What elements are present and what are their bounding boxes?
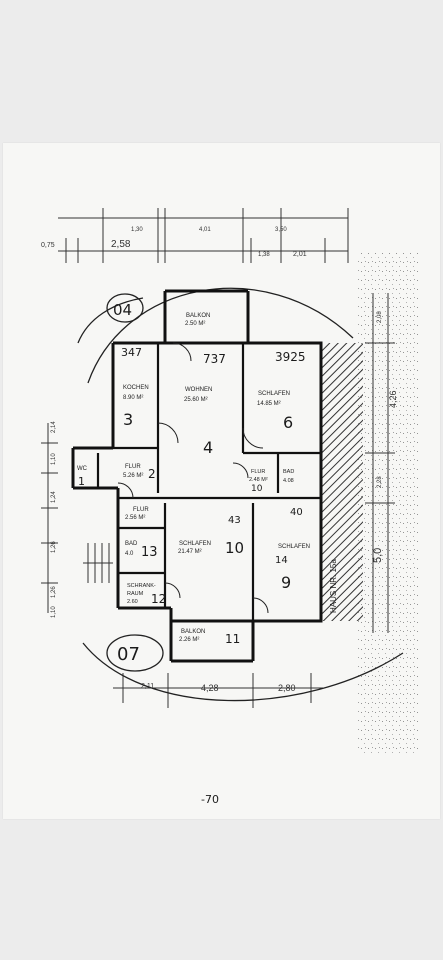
- schlafen-mid-number: 10: [225, 539, 244, 557]
- stair-lines: [83, 543, 113, 583]
- schlafen-ne-number: 6: [283, 413, 293, 432]
- flur-mid-number: 10: [251, 484, 263, 494]
- schlafen-ne-name: SCHLAFEN: [258, 391, 290, 397]
- balkon-top-name: BALKON: [186, 313, 210, 319]
- note-347: 347: [121, 346, 142, 359]
- bad-lower-number: 13: [141, 545, 158, 560]
- left-dimension-lines: [41, 423, 58, 613]
- note-737: 737: [203, 352, 226, 366]
- flur-mid-area: 2.48 M²: [249, 477, 268, 483]
- right-dimension-lines: [365, 293, 395, 633]
- dim-top-5: 2,58: [111, 239, 131, 250]
- schrank-name2: RAUM: [127, 591, 144, 597]
- balkon-bottom-name: BALKON: [181, 629, 205, 635]
- dim-left-3: 1,24: [51, 491, 57, 503]
- top-dimension-lines: [58, 208, 349, 263]
- dim-right-3: 2,28: [377, 476, 383, 488]
- balkon-top-area: 2.50 M²: [185, 321, 205, 327]
- schrank-area: 2.60: [127, 599, 138, 605]
- dim-top-3: 3,50: [275, 227, 287, 233]
- door-swings: [117, 342, 269, 614]
- flur-lower-name: FLUR: [133, 507, 149, 513]
- dim-right-2: 4,26: [388, 390, 398, 408]
- note-3925: 3925: [275, 350, 306, 364]
- schlafen-ne-area: 14.85 M²: [257, 401, 281, 407]
- haus-label: HAUS NR. 15a: [329, 559, 338, 613]
- floor-plan-drawing: BALKON 2.50 M² KOCHEN 8.90 M² 3 WOHNEN 2…: [41, 208, 418, 806]
- schlafen-se-number: 9: [281, 573, 291, 592]
- schlafen-se-area: 14: [275, 555, 288, 566]
- dim-left-4: 1,26: [51, 541, 57, 553]
- bottom-unit-circle: [106, 634, 164, 672]
- note-40: 40: [290, 507, 303, 518]
- flur-main-name: FLUR: [125, 464, 141, 470]
- wohnen-area: 25.60 M²: [184, 397, 208, 403]
- schlafen-mid-area: 21.47 M²: [178, 549, 202, 555]
- dim-top-6: 1,38: [258, 252, 270, 258]
- bottom-code: -70: [201, 793, 219, 806]
- schlafen-mid-name: SCHLAFEN: [179, 541, 211, 547]
- wohnen-name: WOHNEN: [185, 387, 212, 393]
- top-unit-circle: [106, 293, 144, 323]
- wc-number: 1: [78, 475, 85, 488]
- kochen-area: 8.90 M²: [123, 395, 143, 401]
- schrank-number: 12: [151, 592, 166, 606]
- flur-lower-area: 2.56 M²: [125, 515, 145, 521]
- kochen-number: 3: [123, 410, 133, 429]
- dim-top-2: 4,01: [199, 227, 211, 233]
- schrank-name: SCHRANK-: [127, 583, 156, 589]
- schlafen-se-name: SCHLAFEN: [278, 544, 310, 550]
- bad-small-area: 4.08: [283, 478, 294, 484]
- wc-name: WC: [77, 466, 88, 472]
- dim-top-4: 0,75: [41, 242, 55, 249]
- bad-lower-name: BAD: [125, 541, 138, 547]
- balkon-bottom-area: 2.26 M²: [179, 637, 199, 643]
- bottom-dimension-lines: [113, 673, 323, 708]
- note-43: 43: [228, 515, 241, 526]
- bad-small-name: BAD: [283, 469, 294, 475]
- dim-left-5: 1,26: [51, 586, 57, 598]
- kochen-name: KOCHEN: [123, 385, 149, 391]
- interior-walls: [96, 343, 321, 621]
- dim-top-7: 2,01: [293, 251, 307, 258]
- dim-bottom-2: 4,28: [201, 683, 219, 693]
- bottom-unit-label: 07: [117, 644, 140, 665]
- flur-mid-name: FLUR: [251, 469, 265, 475]
- floor-plan-sheet: BALKON 2.50 M² KOCHEN 8.90 M² 3 WOHNEN 2…: [3, 143, 440, 819]
- outer-walls: [71, 289, 323, 663]
- dim-right-1: 2,08: [377, 311, 383, 323]
- dim-left-6: 1,10: [51, 606, 57, 618]
- dim-left-2: 1,10: [51, 453, 57, 465]
- dim-bottom-1: 2,11: [141, 683, 154, 690]
- dim-right-4: 5,0: [372, 548, 384, 563]
- dim-bottom-3: 2,80: [278, 683, 296, 693]
- bad-lower-area: 4.0: [125, 551, 134, 557]
- hatched-wall: [321, 343, 363, 621]
- wohnen-number: 4: [203, 438, 213, 457]
- flur-main-number: 2: [148, 467, 156, 481]
- balkon-bottom-number: 11: [225, 632, 240, 646]
- top-unit-label: 04: [113, 301, 132, 319]
- flur-main-area: 5.26 M²: [123, 473, 143, 479]
- dim-top-1: 1,30: [131, 227, 143, 233]
- dim-left-1: 2,14: [51, 421, 57, 433]
